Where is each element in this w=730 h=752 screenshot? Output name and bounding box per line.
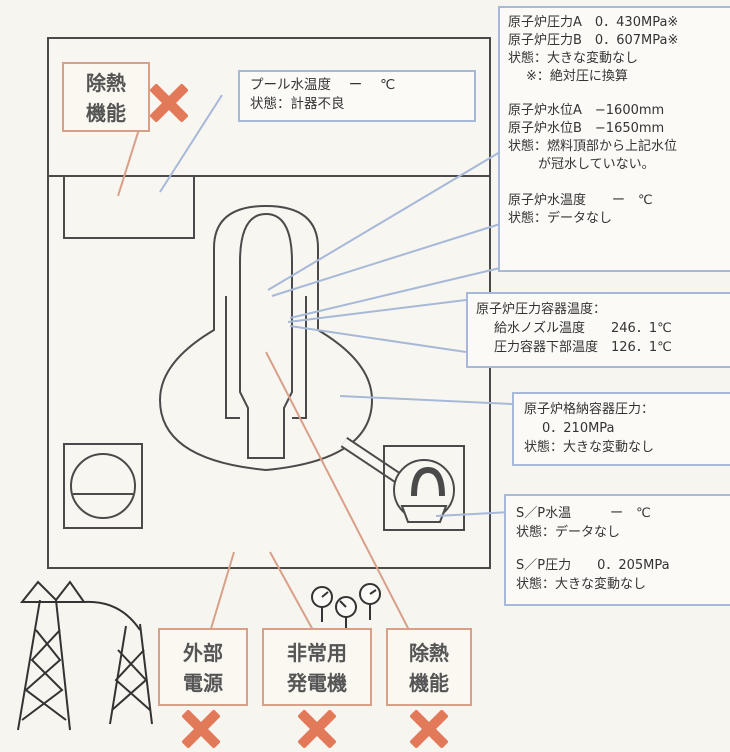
reactor-pressure-vessel xyxy=(239,212,293,459)
torus-box-left xyxy=(63,443,143,529)
emergency-generator-line1: 非常用 xyxy=(287,641,347,665)
heat-removal-top-line1: 除熱 xyxy=(86,71,126,95)
reactor-status-panel: 原子炉圧力A 0．430MPa※ 原子炉圧力B 0．607MPa※ 状態：大きな… xyxy=(498,6,730,272)
sp-pressure-state: 状態：大きな変動なし xyxy=(516,577,647,592)
reactor-pressure-a: 原子炉圧力A 0．430MPa※ xyxy=(508,15,679,30)
heat-removal-top-line2: 機能 xyxy=(86,101,126,125)
heat-removal-top-label: 除熱 機能 xyxy=(62,62,150,132)
gauge-icon xyxy=(311,583,381,630)
containment-vessel xyxy=(158,204,374,472)
x-mark-icon xyxy=(296,708,336,748)
core-shroud-left xyxy=(225,296,240,419)
heat-removal-bottom-label: 除熱 機能 xyxy=(386,628,472,706)
reactor-level-state-2: が冠水していない。 xyxy=(538,157,655,172)
reactor-water-temp-state: 状態：データなし xyxy=(508,211,613,226)
pool-status-panel: プール水温度 ー ℃ 状態：計器不良 xyxy=(238,70,476,122)
containment-state: 状態：大きな変動なし xyxy=(524,440,655,455)
x-mark-icon xyxy=(148,82,188,122)
vessel-temp-panel: 原子炉圧力容器温度： 給水ノズル温度 246．1℃ 圧力容器下部温度 126．1… xyxy=(466,292,730,368)
pool-water-temp: プール水温度 ー ℃ xyxy=(250,77,396,93)
reactor-level-state-1: 状態：燃料頂部から上記水位 xyxy=(508,139,678,154)
x-mark-icon xyxy=(408,708,448,748)
absolute-pressure-note: ※：絶対圧に換算 xyxy=(526,69,628,84)
failure-leader-lines xyxy=(117,125,411,633)
vessel-temp-title: 原子炉圧力容器温度： xyxy=(476,302,607,317)
sp-water-temp: S／P水温 ー ℃ xyxy=(516,506,651,521)
heat-removal-bottom-line1: 除熱 xyxy=(409,641,449,665)
downcomer xyxy=(411,466,445,497)
emergency-generator-line2: 発電機 xyxy=(287,671,347,695)
x-mark-icon xyxy=(180,708,220,748)
reactor-level-b: 原子炉水位B −1650mm xyxy=(508,121,665,136)
spent-fuel-pool xyxy=(63,176,195,239)
sp-pressure: S／P圧力 0．205MPa xyxy=(516,558,670,573)
reactor-level-a: 原子炉水位A −1600mm xyxy=(508,103,665,118)
external-power-label: 外部 電源 xyxy=(158,628,248,706)
reactor-pressure-state: 状態：大きな変動なし xyxy=(508,51,639,66)
emergency-generator-label: 非常用 発電機 xyxy=(262,628,372,706)
torus-left xyxy=(70,453,136,519)
containment-pressure-panel: 原子炉格納容器圧力： 0．210MPa 状態：大きな変動なし xyxy=(512,392,730,466)
heat-removal-bottom-line2: 機能 xyxy=(409,671,449,695)
vessel-lower-temp: 圧力容器下部温度 126．1℃ xyxy=(494,340,672,355)
reactor-pressure-b: 原子炉圧力B 0．607MPa※ xyxy=(508,33,679,48)
external-power-line2: 電源 xyxy=(183,671,223,695)
external-power-line1: 外部 xyxy=(183,641,223,665)
containment-value: 0．210MPa xyxy=(542,421,615,436)
power-tower-icon xyxy=(17,580,153,731)
reactor-water-temp: 原子炉水温度 ー ℃ xyxy=(508,193,653,208)
containment-title: 原子炉格納容器圧力： xyxy=(524,402,655,417)
suppression-pool-panel: S／P水温 ー ℃ 状態：データなし S／P圧力 0．205MPa 状態：大きな… xyxy=(504,494,730,606)
suppression-pool-box xyxy=(383,445,465,531)
leader-lines xyxy=(159,94,513,517)
core-shroud-right xyxy=(292,296,307,419)
suppression-pool-water xyxy=(400,505,448,523)
sp-water-temp-state: 状態：データなし xyxy=(516,525,621,540)
feed-nozzle-temp: 給水ノズル温度 246．1℃ xyxy=(494,321,672,336)
pool-state: 状態：計器不良 xyxy=(250,96,345,112)
